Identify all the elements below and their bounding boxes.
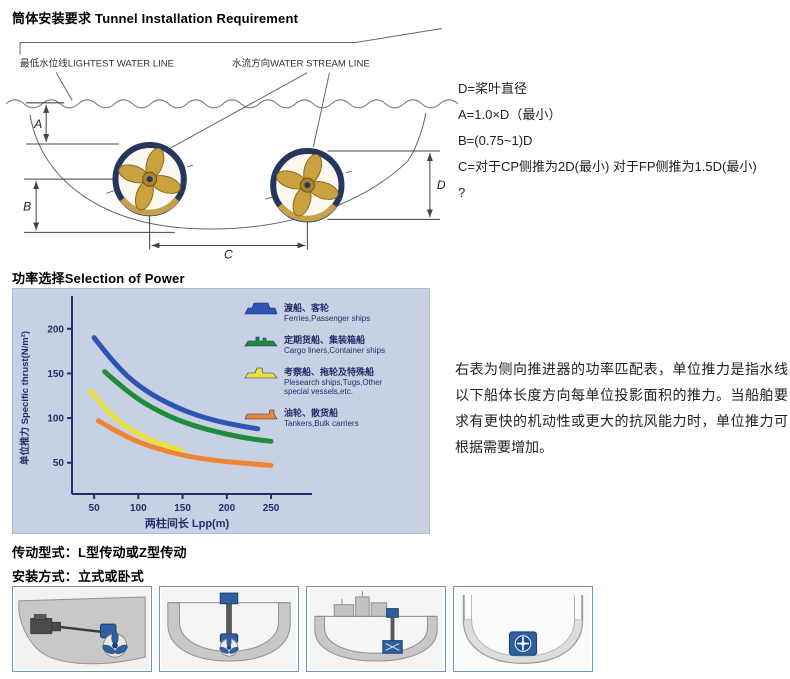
series-curve-3 <box>96 418 274 468</box>
legend-label-en: Tankers,Bulk carriers <box>284 419 359 428</box>
deck-structure-installation-drawing <box>309 589 443 669</box>
legend-label-en: Plesearch ships,Tugs,Other <box>284 378 383 387</box>
engine-icon <box>30 614 61 635</box>
dim-label-c: C <box>224 248 233 262</box>
power-selection-chart: 50 100 150 200 50 100 150 200 250 单位推力 Specific t… <box>12 288 430 534</box>
series-curve-2 <box>88 388 184 453</box>
x-tick-label: 150 <box>174 503 191 514</box>
dim-label-a: A <box>33 117 42 131</box>
right-tunnel-thruster-icon <box>273 151 341 219</box>
installation-thumbnail-2 <box>159 586 299 672</box>
cargo-ship-icon <box>244 336 278 347</box>
y-axis-label: 单位推力 Specific thrust(N/m²) <box>19 331 31 465</box>
section-title-mounting-type: 安装方式：立式或卧式 <box>12 569 145 584</box>
installation-thumbnail-4 <box>453 586 593 672</box>
legend-label-en: special vessels,etc. <box>284 387 353 396</box>
dim-label-b: B <box>23 199 31 213</box>
lightest-water-line-label: 最低水位线LIGHTEST WATER LINE <box>20 58 174 70</box>
installation-gallery <box>12 586 593 672</box>
spec-line-b: B=(0.75~1)D <box>458 133 533 148</box>
motor-icon <box>386 608 399 618</box>
x-tick-label: 50 <box>89 503 101 514</box>
left-tunnel-thruster-icon <box>115 145 183 213</box>
propeller-icon <box>219 636 239 654</box>
tunnel-installation-diagram: 最低水位线LIGHTEST WATER LINE 水流方向WATER STREA… <box>5 26 459 264</box>
series-curve-0 <box>91 335 261 432</box>
tunnel-section-installation-drawing <box>456 589 590 669</box>
spec-line-c: C=对于CP侧推为2D(最小) 对于FP侧推为1.5D(最小) <box>458 159 757 174</box>
hull-outline <box>19 27 443 230</box>
special-vessel-icon <box>244 367 278 379</box>
legend-label-cn: 定期货船、集装箱船 <box>283 334 365 345</box>
superstructure-icon <box>333 591 388 617</box>
x-tick-label: 250 <box>263 503 280 514</box>
section-title-transmission-type: 传动型式：L型传动或Z型传动 <box>12 545 187 560</box>
series-curve-1 <box>102 369 274 444</box>
power-chart-description: 右表为侧向推进器的功率匹配表，单位推力是指水线以下船体长度方向每单位投影面积的推… <box>455 361 788 455</box>
y-tick-label: 150 <box>47 369 64 380</box>
motor-icon <box>219 592 239 605</box>
legend-label-en: Cargo liners,Container ships <box>284 346 385 355</box>
vertical-drive-installation-drawing <box>162 589 296 669</box>
y-tick-label: 50 <box>53 458 65 469</box>
installation-thumbnail-1 <box>12 586 152 672</box>
y-tick-label: 100 <box>47 414 64 425</box>
spec-line-extra: ? <box>458 185 466 200</box>
spec-line-a: A=1.0×D（最小） <box>458 107 562 122</box>
installation-thumbnail-3 <box>306 586 446 672</box>
spec-line-d: D=桨叶直径 <box>458 81 527 96</box>
legend-label-en: Ferries,Passenger ships <box>284 314 370 323</box>
legend-label-cn: 油轮、散货船 <box>284 407 338 418</box>
legend-label-cn: 渡船、客轮 <box>284 302 329 313</box>
dim-label-d: D <box>437 178 446 192</box>
water-stream-line-label: 水流方向WATER STREAM LINE <box>232 58 370 70</box>
dimension-lines <box>24 102 440 250</box>
ferry-ship-icon <box>244 302 278 315</box>
section-title-power-selection: 功率选择Selection of Power <box>12 271 185 286</box>
dimension-specs: D=桨叶直径 A=1.0×D（最小） B=(0.75~1)D C=对于CP侧推为… <box>458 76 788 206</box>
water-surface-line <box>5 99 459 109</box>
x-axis-label: 两柱间长 Lpp(m) <box>145 516 230 530</box>
power-chart-svg: 50 100 150 200 50 100 150 200 250 单位推力 Specific t… <box>19 296 385 530</box>
x-tick-label: 100 <box>130 503 147 514</box>
propeller-icon <box>102 630 128 655</box>
legend-label-cn: 考察船、拖轮及特殊船 <box>284 366 374 377</box>
tanker-ship-icon <box>244 409 278 420</box>
horizontal-drive-installation-drawing <box>15 589 149 669</box>
x-tick-label: 200 <box>218 503 235 514</box>
tunnel-diagram-svg: 最低水位线LIGHTEST WATER LINE 水流方向WATER STREA… <box>5 27 459 262</box>
y-tick-label: 200 <box>47 324 64 335</box>
leader-lines <box>55 72 330 150</box>
section-title-tunnel-installation: 筒体安装要求 Tunnel Installation Requirement <box>12 11 299 26</box>
